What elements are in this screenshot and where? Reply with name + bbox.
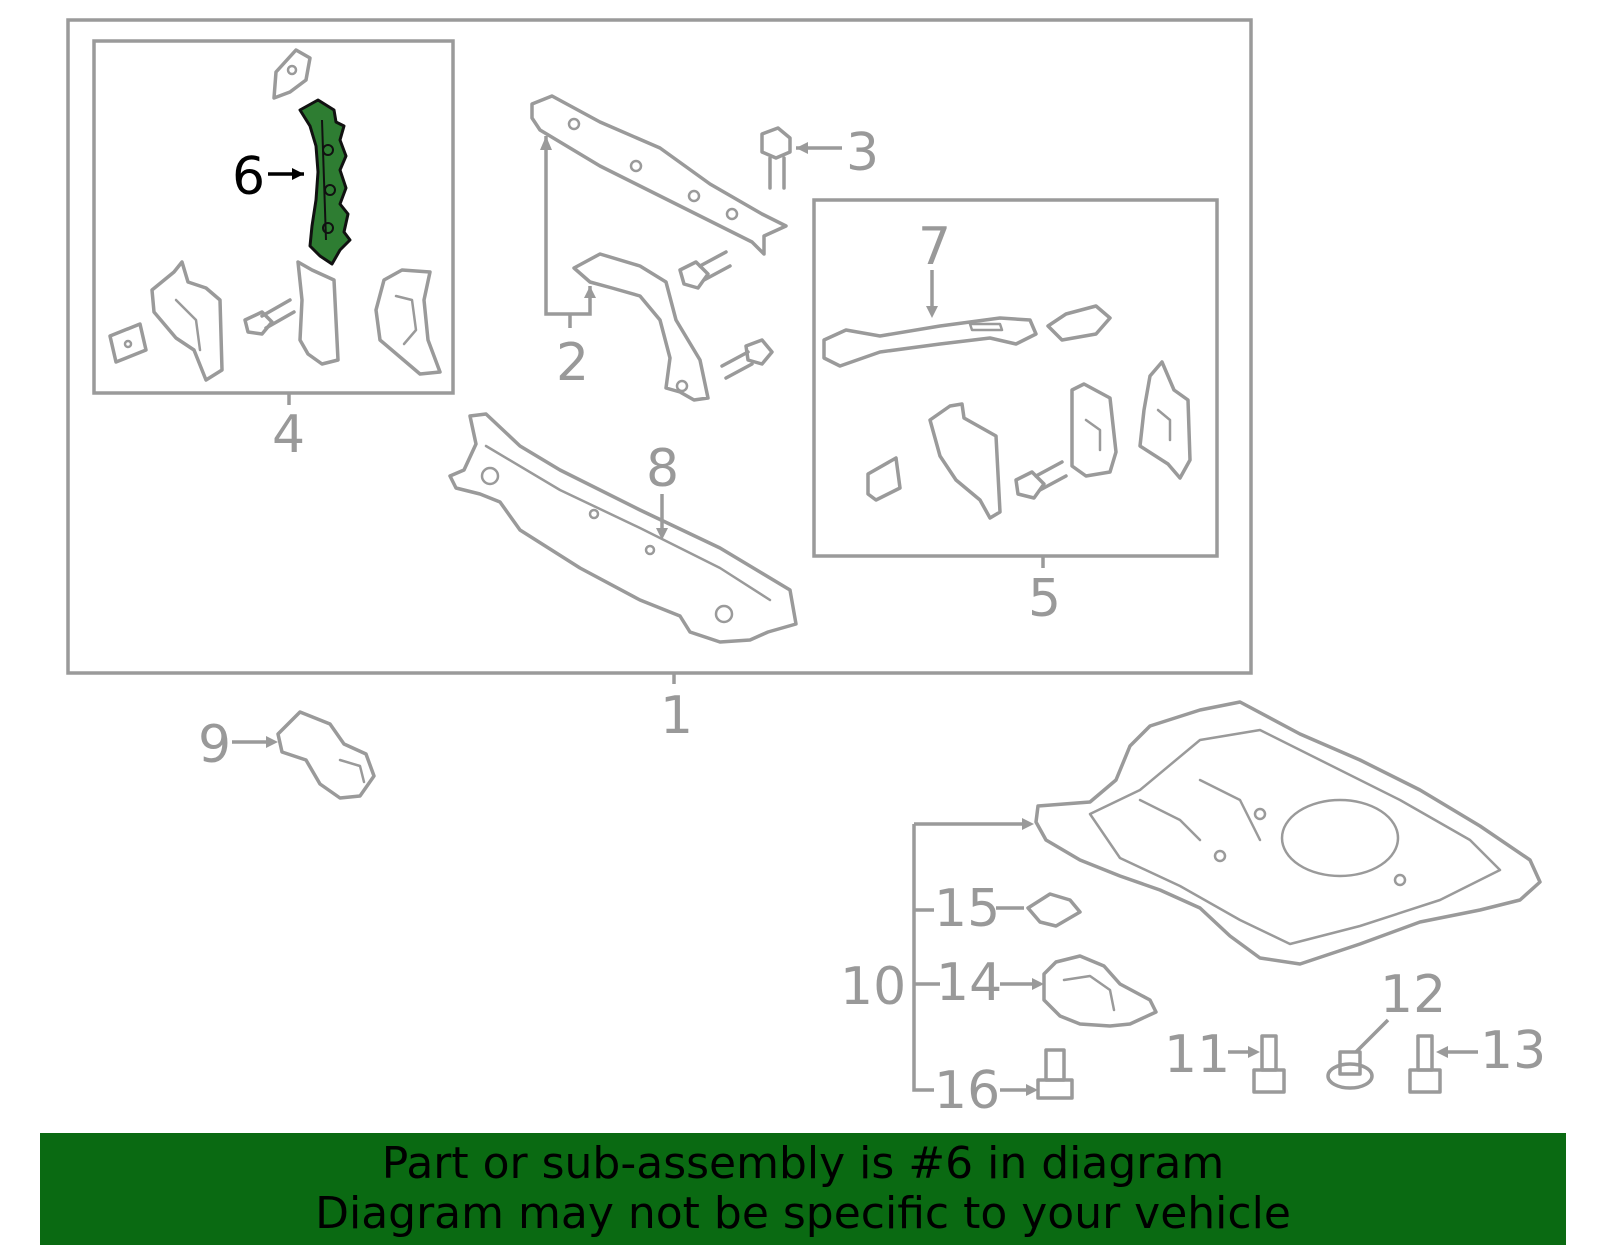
- callout-11: 11: [1164, 1025, 1230, 1085]
- part-10-undercover: [1034, 700, 1542, 966]
- banner-line-1: Part or sub-assembly is #6 in diagram: [381, 1138, 1225, 1189]
- part-upper-tie-bar: [530, 94, 788, 256]
- parts-diagram: 1 2 3 4 5 6 7 8 9 10 11 12 13 14 15 16: [66, 18, 1546, 1121]
- part-7-bar: [822, 316, 1038, 368]
- part-panel-box5-center: [1070, 382, 1118, 478]
- part-panel-right-box4: [374, 268, 442, 376]
- part-plate-small-left: [108, 322, 148, 364]
- callout-13: 13: [1480, 1021, 1546, 1081]
- subassembly-5-box: [812, 198, 1219, 558]
- callout-14: 14: [936, 953, 1002, 1013]
- callout-1: 1: [660, 686, 693, 746]
- part-15-clip: [1026, 892, 1082, 928]
- callout-9: 9: [198, 715, 231, 775]
- banner-line-2: Diagram may not be specific to your vehi…: [315, 1188, 1291, 1239]
- callout-7: 7: [918, 217, 951, 277]
- callout-10: 10: [840, 957, 906, 1017]
- part-6-bracket[interactable]: [298, 98, 352, 266]
- part-16-bolt: [1036, 1048, 1074, 1100]
- part-12-nut: [1326, 1050, 1374, 1090]
- part-2-bracket: [572, 252, 710, 402]
- subassembly-4-box: [92, 39, 455, 395]
- part-13-bolt: [1408, 1034, 1442, 1094]
- callout-3: 3: [846, 123, 879, 183]
- part-panel-box5-right: [1138, 360, 1192, 480]
- part-bolt-upper: [678, 250, 732, 290]
- part-3-bolt: [760, 126, 792, 190]
- part-9-sensor: [276, 710, 376, 800]
- part-bolt-box5: [1014, 460, 1068, 500]
- part-bolt-lower: [720, 338, 774, 380]
- callout-6: 6: [232, 147, 265, 207]
- part-8-crossmember: [448, 412, 798, 644]
- callout-12: 12: [1380, 965, 1446, 1025]
- part-panel-center-box4: [296, 260, 340, 366]
- part-tab-box5: [866, 456, 902, 502]
- part-bracket-box5-left: [928, 402, 1002, 520]
- part-bolt-box4: [243, 298, 296, 336]
- part-bracket-left: [150, 260, 224, 382]
- assembly-1-panel: [66, 18, 1253, 675]
- info-banner: Part or sub-assembly is #6 in diagram Di…: [40, 1133, 1566, 1245]
- part-small-bracket-box5: [1046, 304, 1112, 342]
- callout-15: 15: [934, 879, 1000, 939]
- callout-2: 2: [556, 333, 589, 393]
- callout-5: 5: [1028, 569, 1061, 629]
- part-14-shield: [1042, 954, 1158, 1028]
- callout-16: 16: [934, 1061, 1000, 1121]
- callout-4: 4: [272, 405, 305, 465]
- callout-8: 8: [646, 439, 679, 499]
- part-bracket-top-small: [272, 48, 312, 100]
- part-11-bolt: [1252, 1034, 1286, 1094]
